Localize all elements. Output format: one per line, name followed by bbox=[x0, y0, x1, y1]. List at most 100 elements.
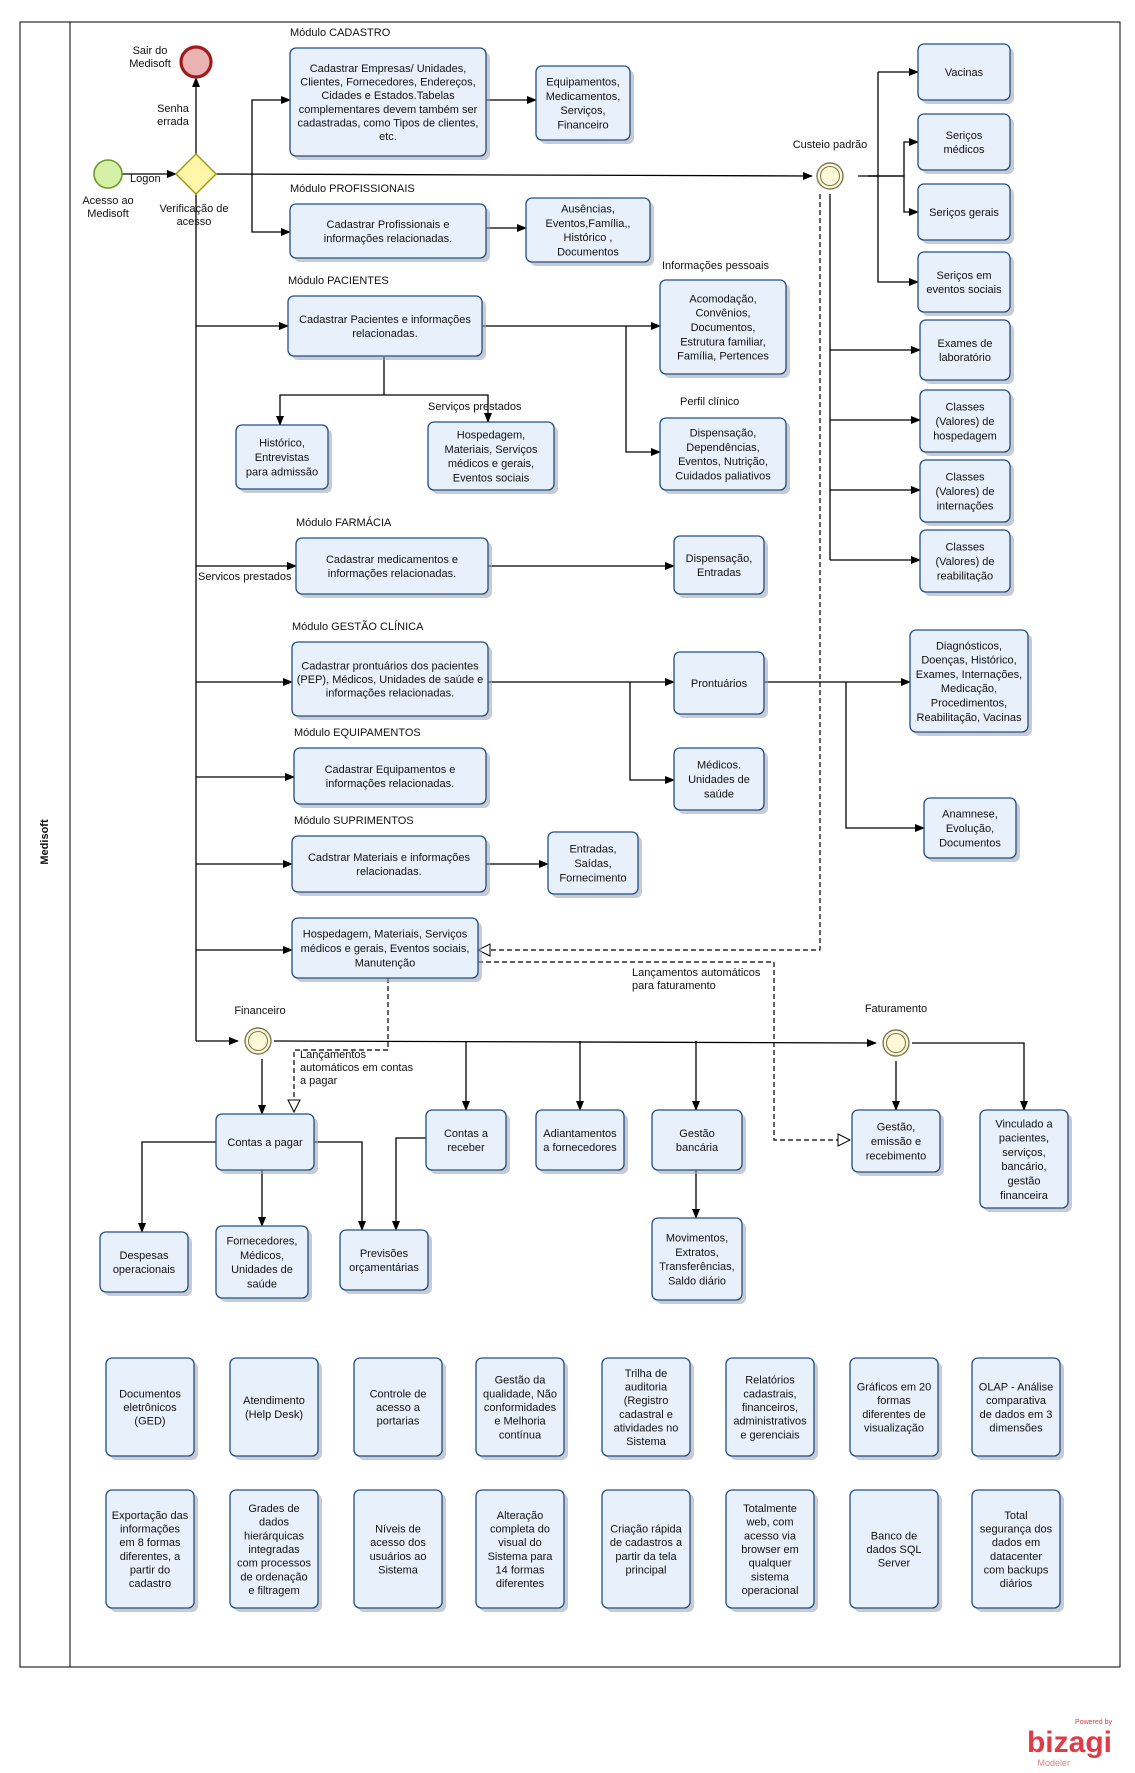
task-movimentos-label: Movimentos,Extratos,Transferências,Saldo… bbox=[659, 1233, 734, 1288]
task-cadastro-label: Cadastrar Empresas/ Unidades,Clientes, F… bbox=[298, 63, 479, 143]
task-sericos-gerais-label: Seriços gerais bbox=[929, 207, 999, 219]
faturamento-label: Faturamento bbox=[865, 1003, 927, 1015]
task-movimentos[interactable]: Movimentos,Extratos,Transferências,Saldo… bbox=[651, 1217, 746, 1304]
module-profissionais-title: Módulo PROFISSIONAIS bbox=[290, 183, 415, 195]
module-gestao-title: Módulo GESTÃO CLÍNICA bbox=[292, 620, 424, 633]
module-cadastro-title: Módulo CADASTRO bbox=[290, 27, 391, 39]
task-acomodacao[interactable]: Acomodação,Convênios,Documentos,Estrutur… bbox=[659, 279, 790, 378]
financeiro-label: Financeiro bbox=[234, 1005, 285, 1017]
task-cadastro[interactable]: Cadastrar Empresas/ Unidades,Clientes, F… bbox=[289, 47, 490, 160]
task-vacinas[interactable]: Vacinas bbox=[917, 43, 1014, 104]
feature-2[interactable]: Atendimento(Help Desk) bbox=[229, 1357, 322, 1460]
task-entradas[interactable]: Entradas,Saídas,Fornecimento bbox=[547, 831, 642, 898]
task-anamnese[interactable]: Anamnese,Evolução,Documentos bbox=[923, 797, 1020, 862]
feature-2-label: Atendimento(Help Desk) bbox=[243, 1395, 305, 1421]
task-ausencias[interactable]: Ausências,Eventos,Família,,Histórico ,Do… bbox=[525, 197, 654, 266]
task-gestao-label: Cadastrar prontuários dos pacientes(PEP)… bbox=[297, 660, 484, 699]
task-prontuarios-label: Prontuários bbox=[691, 678, 748, 690]
task-equip-med[interactable]: Equipamentos,Medicamentos,Serviços,Finan… bbox=[535, 65, 634, 144]
svg-text:Powered by: Powered by bbox=[1075, 1719, 1112, 1726]
module-equipamentos-title: Módulo EQUIPAMENTOS bbox=[294, 727, 421, 739]
task-diagnosticos[interactable]: Diagnósticos,Doenças, Histórico,Exames, … bbox=[909, 629, 1032, 736]
task-sericos-gerais[interactable]: Seriços gerais bbox=[917, 183, 1014, 244]
task-ausencias-label: Ausências,Eventos,Família,,Histórico ,Do… bbox=[546, 204, 631, 259]
end-event[interactable] bbox=[179, 45, 213, 79]
custeio-event-inner bbox=[819, 165, 841, 187]
start-event[interactable] bbox=[93, 159, 123, 189]
dashed-flows bbox=[294, 194, 850, 1140]
access-gateway[interactable] bbox=[174, 152, 218, 196]
logon-label: Logon bbox=[130, 173, 161, 185]
module-farmacia-title: Módulo FARMÁCIA bbox=[296, 516, 392, 529]
task-dispensacao2-label: Dispensação,Entradas bbox=[686, 553, 753, 579]
task-equip-med-label: Equipamentos,Medicamentos,Serviços,Finan… bbox=[546, 77, 621, 132]
module-pacientes-title: Módulo PACIENTES bbox=[288, 275, 389, 287]
task-contas-pagar[interactable]: Contas a pagar bbox=[215, 1113, 318, 1174]
task-prontuarios[interactable]: Prontuários bbox=[673, 651, 768, 718]
task-dispensacao1[interactable]: Dispensação,Dependências,Eventos, Nutriç… bbox=[659, 417, 790, 494]
task-gestao[interactable]: Cadastrar prontuários dos pacientes(PEP)… bbox=[291, 641, 492, 720]
task-dispensacao2[interactable]: Dispensação,Entradas bbox=[673, 535, 768, 598]
financeiro-event-inner bbox=[247, 1030, 269, 1052]
